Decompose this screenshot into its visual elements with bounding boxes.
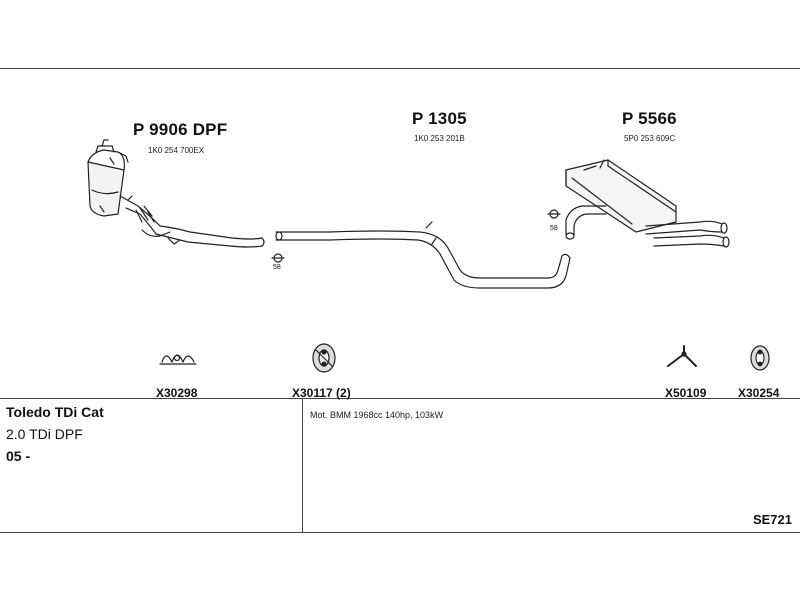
dpf-part-code: P 9906 DPF [133, 120, 228, 139]
hanger-callout-right: 58 [550, 225, 558, 232]
rear-silencer-part-code: P 5566 [622, 109, 677, 128]
accessory-label-bracket: X50109 [665, 386, 707, 400]
vehicle-model: Toledo TDi Cat [6, 404, 104, 420]
middle-pipe-part-code: P 1305 [412, 109, 467, 128]
clamp-icon [159, 354, 197, 365]
accessory-label-clamp: X30298 [156, 386, 198, 400]
ring-mount-icon [750, 345, 770, 371]
system-code: SE721 [752, 512, 792, 527]
dpf-unit-drawing [87, 139, 265, 248]
middle-pipe-drawing [271, 221, 571, 289]
dpf-part-ref: 1K0 254 700EX [148, 146, 205, 155]
bracket-icon [667, 345, 697, 367]
middle-pipe-part-ref: 1K0 253 201B [414, 134, 465, 143]
accessory-label-ring-mount: X30254 [738, 386, 780, 400]
info-column-divider [302, 398, 303, 533]
info-divider [0, 398, 800, 399]
diagram-frame [0, 68, 800, 533]
rear-silencer-drawing [547, 159, 730, 248]
accessory-label-rubber-hanger: X30117 (2) [292, 386, 351, 400]
rear-silencer-part-ref: 5P0 253 609C [624, 134, 676, 143]
rubber-hanger-icon [312, 343, 336, 373]
vehicle-engine: 2.0 TDi DPF [6, 426, 83, 442]
hanger-callout-left: 58 [273, 264, 281, 271]
vehicle-year: 05 - [6, 448, 31, 464]
vehicle-motor: Mot. BMM 1968cc 140hp, 103kW [310, 410, 444, 420]
